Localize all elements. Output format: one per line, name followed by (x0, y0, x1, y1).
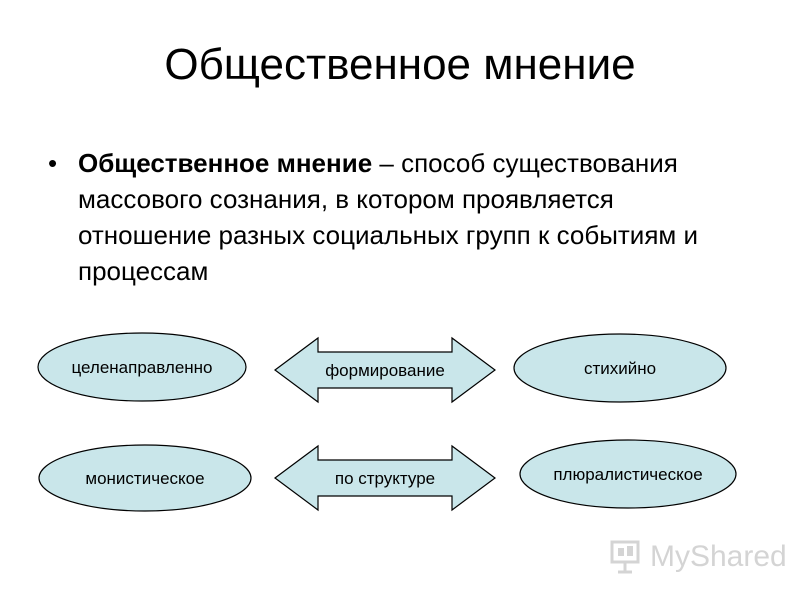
node-spontaneous (513, 333, 727, 403)
node-purposeful-label: целенаправленно (71, 358, 212, 377)
definition-separator: – (372, 148, 402, 178)
watermark-text: MyShared (650, 540, 787, 573)
slide-title: Общественное мнение (164, 40, 636, 89)
definition-term: Общественное мнение (78, 148, 373, 178)
double-arrow-structure-label: по структуре (335, 469, 435, 488)
node-monistic-label: монистическое (85, 469, 204, 488)
definition-text: Общественное мнение – способ существован… (78, 145, 728, 289)
watermark: MyShared (606, 536, 787, 576)
definition-body: способ существования массового сознания,… (78, 148, 699, 286)
node-pluralistic (519, 439, 737, 509)
double-arrow-formation (273, 336, 497, 404)
double-arrow-structure (273, 444, 497, 512)
node-purposeful (37, 332, 247, 402)
presentation-board-icon (610, 540, 640, 574)
bullet-dot-icon: • (48, 148, 58, 178)
node-spontaneous-label: стихийно (584, 359, 656, 378)
node-monistic (38, 444, 252, 512)
double-arrow-formation-label: формирование (325, 361, 445, 380)
node-pluralistic-label: плюралистическое (553, 465, 702, 484)
